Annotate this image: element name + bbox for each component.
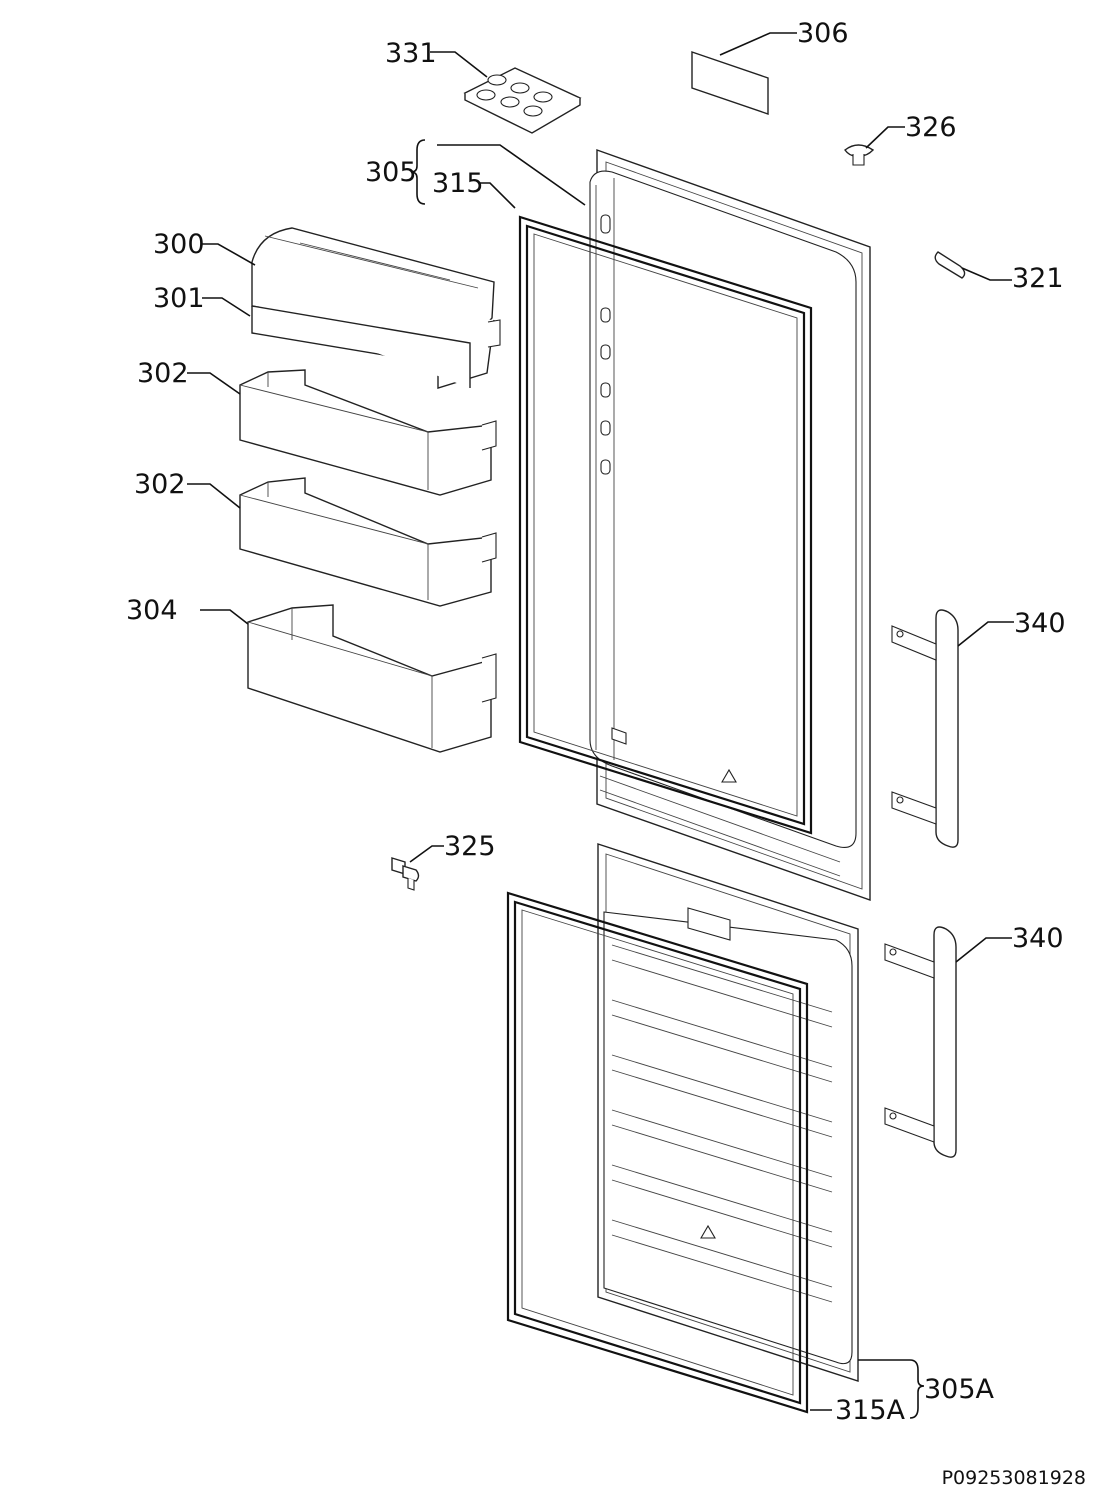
clip-part — [844, 144, 875, 166]
label-325: 325 — [444, 831, 496, 862]
label-340-upper: 340 — [1014, 608, 1066, 639]
dairy-compartment-part — [251, 227, 501, 389]
upper-door-part — [589, 149, 871, 901]
label-326: 326 — [905, 112, 957, 143]
label-305A: 305A — [924, 1374, 995, 1405]
label-315A: 315A — [835, 1395, 906, 1426]
drawing-code: P09253081928 — [942, 1467, 1086, 1489]
label-304: 304 — [126, 595, 178, 626]
label-340-lower: 340 — [1012, 923, 1064, 954]
rating-label-part — [691, 51, 769, 115]
label-302-lower: 302 — [134, 469, 186, 500]
label-306: 306 — [797, 18, 849, 49]
lower-gasket-part — [506, 891, 809, 1414]
egg-tray-part — [463, 67, 582, 134]
hinge-pin-part — [391, 857, 420, 891]
door-shelf-upper-part — [239, 369, 497, 496]
upper-handle-part — [891, 609, 959, 848]
label-301: 301 — [153, 283, 205, 314]
label-315: 315 — [432, 168, 484, 199]
label-305: 305 — [365, 157, 417, 188]
pin-part — [934, 251, 966, 279]
bottle-shelf-part — [247, 604, 497, 753]
lower-door-part — [597, 843, 859, 1382]
label-331: 331 — [385, 38, 437, 69]
lower-handle-part — [884, 926, 957, 1158]
label-300: 300 — [153, 229, 205, 260]
door-shelf-lower-part — [239, 477, 497, 607]
upper-gasket-part — [518, 215, 813, 835]
label-321: 321 — [1012, 263, 1064, 294]
label-302-upper: 302 — [137, 358, 189, 389]
leader-lines — [187, 32, 1014, 1419]
